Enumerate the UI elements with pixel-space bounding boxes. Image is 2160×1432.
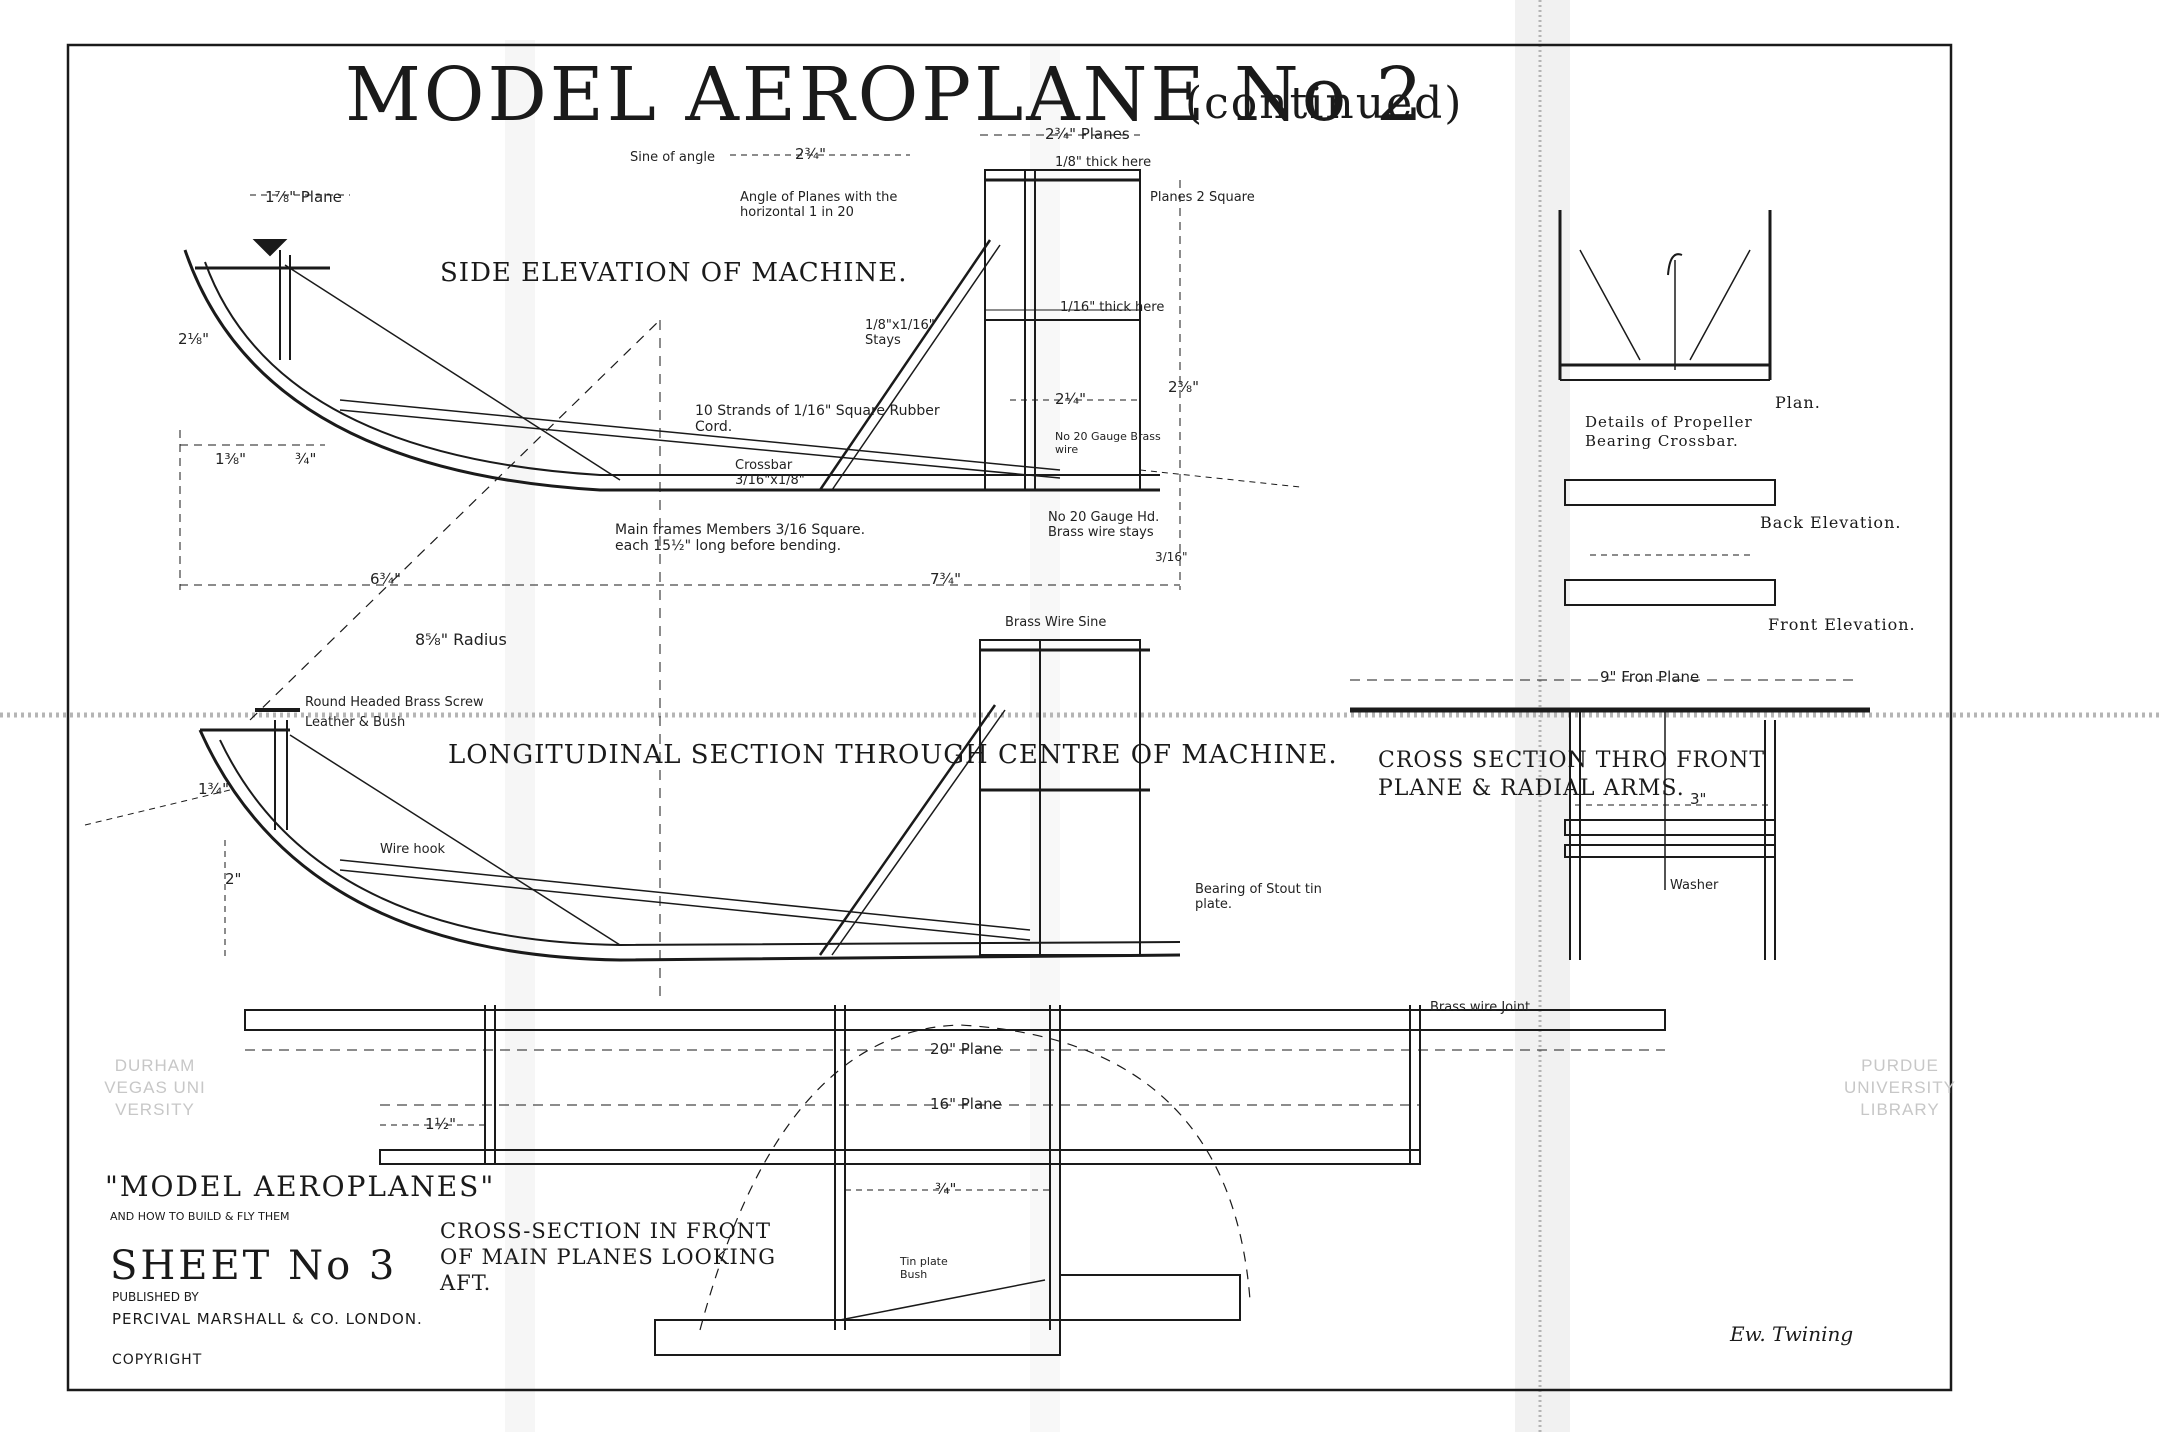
note-planes-square: Planes 2 Square: [1150, 190, 1255, 205]
dim-1-3-8: 1⅜": [215, 450, 246, 468]
dim-1-3-4: 1¾": [198, 780, 229, 798]
note-brass-wire: No 20 Gauge Brass wire: [1055, 430, 1161, 456]
note-tin-plate: Tin plate Bush: [900, 1255, 948, 1281]
stamp-line: VEGAS UNI: [104, 1078, 206, 1097]
note-rubber-cord: 10 Strands of 1/16" Square Rubber Cord.: [695, 403, 940, 435]
view-title-plan: Plan.: [1775, 393, 1821, 412]
dim-6-3-4: 6¾": [370, 570, 401, 588]
view-title-back-elevation: Back Elevation.: [1760, 513, 1902, 532]
stamp-line: LIBRARY: [1860, 1100, 1940, 1119]
dim-2-1-8: 2⅛": [178, 330, 209, 348]
dim-3-16: 3/16": [1155, 550, 1188, 564]
note-stays: 1/8"x1/16" Stays: [865, 318, 935, 348]
library-stamp-right: PURDUE UNIVERSITY LIBRARY: [1840, 1055, 1960, 1121]
colophon-book-title: "MODEL AEROPLANES": [105, 1170, 496, 1203]
note-brass-wire-sine: Brass Wire Sine: [1005, 615, 1107, 630]
note-main-frames: Main frames Members 3/16 Square. each 15…: [615, 522, 866, 554]
cross-section-main-drawing: [244, 1005, 1666, 1356]
dim-plane-16: 16" Plane: [930, 1095, 1002, 1113]
view-title-cross-section-front: CROSS SECTION THRO FRONT PLANE & RADIAL …: [1378, 748, 1766, 801]
dim-2-3-8: 2⅜": [1168, 378, 1199, 396]
view-title-longitudinal-section: LONGITUDINAL SECTION THROUGH CENTRE OF M…: [448, 740, 1338, 770]
sheet-border: [66, 43, 1953, 1392]
drawing-title: MODEL AEROPLANE No 2: [345, 52, 1426, 138]
dim-3: 3": [1690, 790, 1707, 808]
note-bearing: Bearing of Stout tin plate.: [1195, 882, 1322, 912]
dim-2-3-4: 2¾": [795, 145, 826, 163]
stamp-line: PURDUE: [1861, 1056, 1939, 1075]
view-title-cross-section-main: CROSS-SECTION IN FRONT OF MAIN PLANES LO…: [440, 1219, 776, 1295]
note-round-screw: Round Headed Brass Screw: [305, 695, 484, 710]
view-title-front-elevation: Front Elevation.: [1768, 615, 1916, 634]
drawing-title-continued: (continued): [1185, 78, 1464, 129]
draughtsman-signature: Ew. Twining: [1730, 1322, 1854, 1346]
side-elevation-drawing: [179, 134, 1301, 1000]
colophon-sheet-number: SHEET No 3: [110, 1243, 398, 1289]
colophon-subtitle: AND HOW TO BUILD & FLY THEM: [110, 1210, 290, 1223]
dim-radius: 8⅝" Radius: [415, 630, 507, 649]
note-thick-here-2: 1/16" thick here: [1060, 300, 1165, 315]
stamp-line: VERSITY: [115, 1100, 195, 1119]
note-leather-bush: Leather & Bush: [305, 715, 406, 730]
longitudinal-section-drawing: [84, 319, 1181, 962]
note-sine-angle: Sine of angle: [630, 150, 715, 165]
dim-3-4: ¾": [295, 450, 317, 468]
note-angle-planes: Angle of Planes with the horizontal 1 in…: [740, 190, 898, 220]
dim-planes-2-3-4: 2¾" Planes: [1045, 125, 1130, 143]
colophon-publisher: PERCIVAL MARSHALL & CO. LONDON.: [112, 1310, 423, 1328]
propeller-details-drawing: [1350, 210, 1870, 960]
view-title-propeller-details: Details of Propeller Bearing Crossbar.: [1585, 413, 1753, 450]
dim-2: 2": [225, 870, 242, 888]
note-wire-hook: Wire hook: [380, 842, 446, 857]
note-washer: Washer: [1670, 878, 1719, 893]
colophon-copyright: COPYRIGHT: [112, 1352, 203, 1368]
note-thick-here: 1/8" thick here: [1055, 155, 1152, 170]
dim-plane-1-7-8: 1⅞" Plane: [265, 188, 342, 206]
dim-3-4-small: ¾": [935, 1180, 957, 1198]
stamp-line: UNIVERSITY: [1843, 1078, 1957, 1097]
dim-plane-20: 20" Plane: [930, 1040, 1002, 1058]
dim-plane-9: 9" Fron Plane: [1600, 668, 1700, 686]
view-title-side-elevation: SIDE ELEVATION OF MACHINE.: [440, 258, 908, 288]
note-brass-wire-stays: No 20 Gauge Hd. Brass wire stays: [1048, 510, 1160, 540]
dim-1-1-2: 1½": [425, 1115, 456, 1133]
note-brass-wire-joint: Brass wire Joint: [1430, 1000, 1531, 1015]
library-stamp-left: DURHAM VEGAS UNI VERSITY: [95, 1055, 215, 1121]
stamp-line: DURHAM: [114, 1056, 196, 1075]
colophon-published-by: PUBLISHED BY: [112, 1290, 199, 1304]
note-crossbar: Crossbar 3/16"x1/8": [735, 458, 805, 488]
dim-7-3-4: 7¾": [930, 570, 961, 588]
dim-2-1-4: 2¼": [1055, 390, 1086, 408]
